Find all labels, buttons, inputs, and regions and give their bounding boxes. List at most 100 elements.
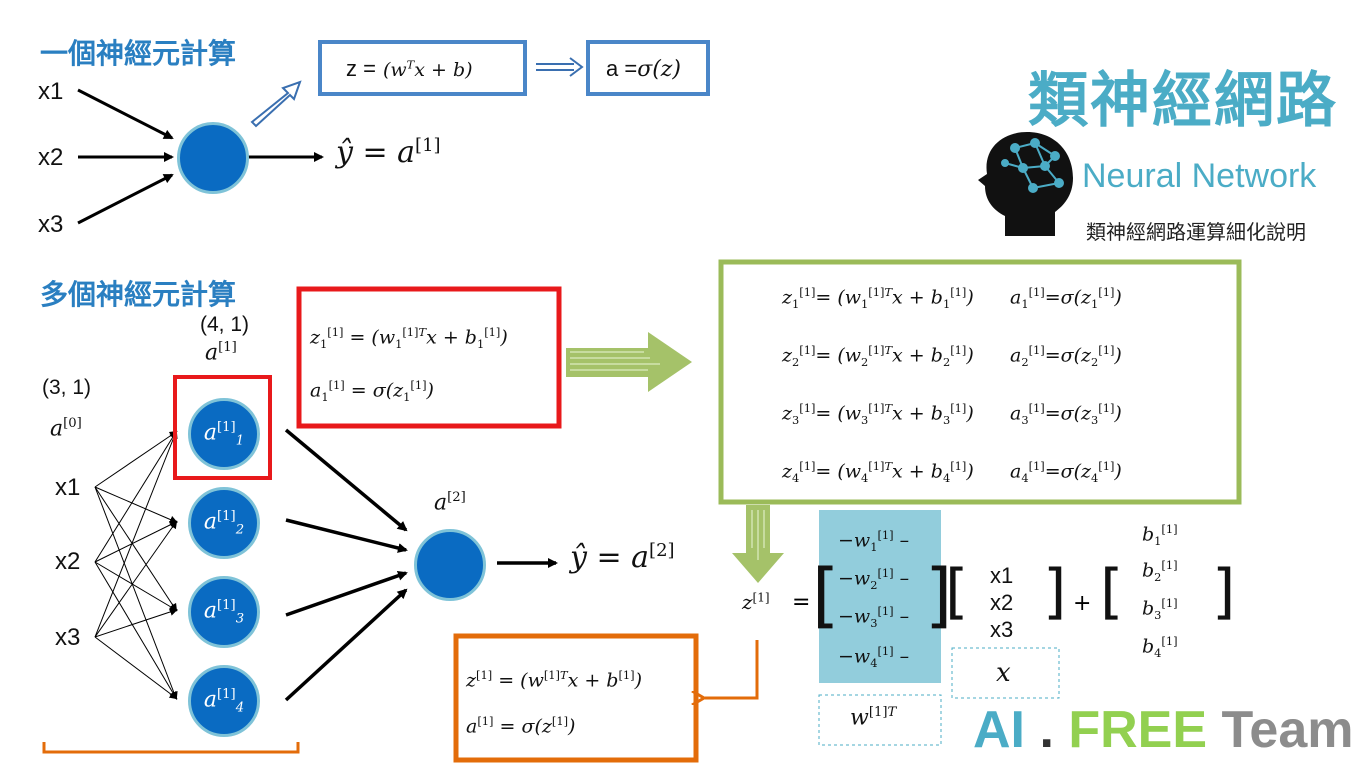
b-row-3: b3[1]: [1142, 596, 1178, 623]
w-bracket-right: ]: [925, 554, 953, 636]
rb-rest: x + b: [426, 326, 477, 349]
rb-sigma: = σ(z: [344, 379, 404, 402]
w-row-4: −w4[1] –: [838, 644, 910, 671]
orange-box-z-eq: z[1] = (w[1]Tx + b[1]): [466, 668, 643, 692]
multi-input-x1: x1: [55, 474, 81, 501]
matrix-lhs-sup: [1]: [752, 590, 770, 605]
node-2-index: 2: [235, 522, 245, 538]
b-row-2: b2[1]: [1142, 558, 1178, 585]
orange-box-a-eq: a[1] = σ(z[1]): [466, 714, 576, 738]
ob-rest: x + b: [567, 669, 619, 692]
green-row-4: z4[1]= (w4[1]Tx + b4[1]) a4[1]=σ(z4[1]): [782, 459, 1122, 486]
w-row-2: −w2[1] –: [838, 566, 910, 593]
matrix-lhs: z[1]: [742, 590, 770, 614]
hidden-node-3: a[1]3: [188, 576, 260, 648]
x-row-1: x1: [990, 563, 1014, 588]
multi-output-label: ŷ = a[2]: [570, 540, 675, 575]
multi-input-x2: x2: [55, 548, 81, 575]
z-prefix: z =: [346, 56, 376, 81]
rb-w: = (w: [343, 326, 396, 349]
brand-subtitle: Neural Network: [1082, 157, 1317, 195]
w-caption-text: w: [850, 705, 869, 731]
head-brain-icon: [978, 132, 1073, 236]
w-bracket-left: [: [812, 554, 840, 636]
team-ai: AI: [973, 701, 1025, 759]
g-idx-2a: 2: [792, 355, 800, 370]
b-row-4: b4[1]: [1142, 634, 1178, 661]
x-row-2: x2: [990, 590, 1014, 615]
w-caption-T: T: [887, 705, 897, 720]
a2-label-text: a: [434, 490, 448, 516]
brand-title: 類神經網路: [1028, 66, 1338, 136]
b-row-1: b1[1]: [1142, 522, 1178, 549]
w-idx-2: 2: [870, 578, 878, 593]
a1-label-text: a: [205, 340, 219, 366]
w-idx-4: 4: [870, 656, 878, 671]
green-row-3: z3[1]= (w3[1]Tx + b3[1]) a3[1]=σ(z3[1]): [782, 401, 1122, 428]
green-down-arrow-icon: [732, 505, 784, 583]
w-row-3: −w3[1] –: [838, 604, 910, 631]
node-3-index: 3: [235, 611, 245, 627]
red-box-z-eq: z1[1] = (w1[1]Tx + b1[1]): [310, 325, 508, 352]
x-bracket-right: ]: [1043, 557, 1067, 627]
brand-caption: 類神經網路運算細化說明: [1086, 220, 1306, 244]
label-a0: a[0]: [50, 416, 82, 441]
hidden-node-2: a[1]2: [188, 487, 260, 559]
ob-w: = (w: [492, 669, 544, 692]
matrix-plus: +: [1073, 591, 1092, 616]
w-caption: w[1]T: [850, 705, 896, 730]
team-logo: AI . FREE Team: [973, 700, 1353, 760]
label-a2: a[2]: [434, 490, 466, 515]
g-idx-1a: 1: [792, 297, 800, 312]
yhat-sup: [1]: [415, 135, 441, 156]
node-4-index: 4: [235, 700, 245, 716]
rb-a: a: [310, 379, 322, 402]
z-formula-rest: x + b): [414, 59, 473, 81]
ob-z: z: [466, 669, 477, 692]
a0-label-sup: [0]: [63, 416, 82, 431]
ob-a: a: [466, 715, 478, 738]
w-idx-3: 3: [870, 616, 878, 631]
green-row-2: z2[1]= (w2[1]Tx + b2[1]) a2[1]=σ(z2[1]): [782, 343, 1122, 370]
z-body: (wTx + b): [382, 57, 473, 81]
z-formula-a: (w: [382, 59, 407, 81]
a-formula: a =σ(z): [606, 56, 681, 82]
heading-single-neuron: 一個神經元計算: [40, 37, 237, 70]
heading-multi-neuron: 多個神經元計算: [40, 278, 237, 311]
multi-yhat-text: ŷ = a: [570, 540, 650, 575]
double-arrow-icon: [536, 57, 584, 77]
x-bracket-left: [: [945, 557, 969, 627]
matrix-lhs-z: z: [742, 590, 753, 614]
single-output-label: ŷ = a[1]: [336, 135, 441, 170]
yhat-text: ŷ = a: [336, 135, 416, 170]
input-x1: x1: [38, 78, 64, 105]
ob-sigma: = σ(z: [493, 715, 552, 738]
a-formula-text: σ(z): [637, 57, 681, 82]
single-neuron: [177, 122, 249, 194]
w-caption-sup: [1]: [868, 705, 888, 720]
hidden-node-4: a[1]4: [188, 665, 260, 737]
multi-yhat-sup: [2]: [649, 540, 675, 561]
team-dot: .: [1039, 701, 1054, 759]
output-node: [414, 529, 486, 601]
g-idx-3a: 3: [792, 413, 800, 428]
b-bracket-left: [: [1100, 557, 1124, 627]
w-row-1: −w1[1] –: [838, 528, 910, 555]
rb-z: z: [310, 326, 321, 349]
x-caption: x: [996, 658, 1011, 688]
red-box-a-eq: a1[1] = σ(z1[1]): [310, 378, 434, 405]
team-name: Team: [1221, 701, 1354, 759]
multi-input-x3: x3: [55, 624, 81, 651]
a0-label-text: a: [50, 416, 64, 442]
input-x2: x2: [38, 144, 64, 171]
b-idx-2: 2: [1154, 570, 1162, 585]
b-idx-3: 3: [1154, 608, 1162, 623]
z-formula: z = (wTx + b): [346, 56, 473, 82]
sketch-arrow-icon: [250, 80, 302, 128]
b-bracket-right: ]: [1212, 557, 1236, 627]
input-x3: x3: [38, 211, 64, 238]
z-formula-sup: T: [406, 57, 415, 72]
green-row-1: z1[1]= (w1[1]Tx + b1[1]) a1[1]=σ(z1[1]): [782, 285, 1122, 312]
node-1-index: 1: [235, 433, 245, 449]
